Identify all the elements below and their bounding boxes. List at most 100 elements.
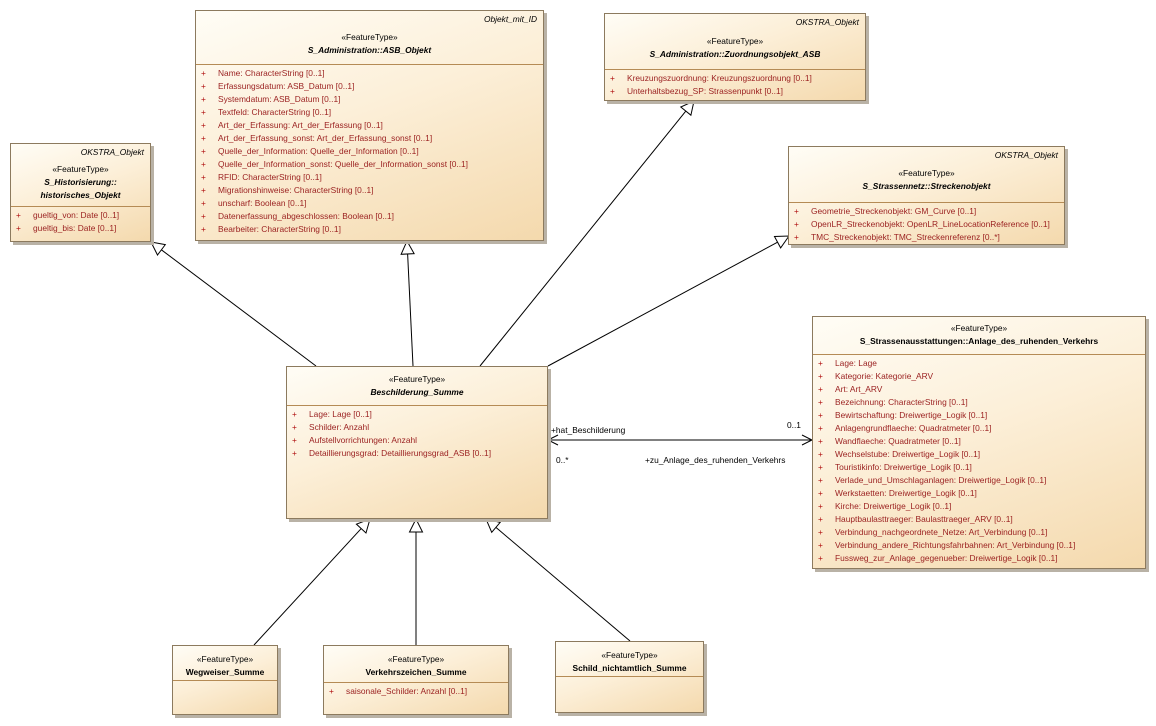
attribute-text: Unterhaltsbezug_SP: Strassenpunkt [0..1] — [627, 86, 783, 96]
attribute-row[interactable]: +Migrationshinweise: CharacterString [0.… — [196, 184, 543, 197]
attribute-row[interactable]: + OpenLR_Streckenobjekt: OpenLR_LineLocat… — [789, 218, 1064, 231]
attribute-row[interactable]: +Verbindung_nachgeordnete_Netze: Art_Ver… — [813, 526, 1145, 539]
attribute-row[interactable]: + Kirche: Dreiwertige_Logik [0..1] — [813, 500, 1145, 513]
attribute-row[interactable]: +Anlagengrundflaeche: Quadratmeter [0..1… — [813, 422, 1145, 435]
visibility-public-marker: + — [201, 211, 206, 221]
attribute-text: Anlagengrundflaeche: Quadratmeter [0..1] — [835, 423, 992, 433]
attribute-row[interactable]: +saisonale_Schilder: Anzahl [0..1] — [324, 685, 508, 698]
class-historisches-objekt[interactable]: OKSTRA_Objekt «FeatureType» S_Historisie… — [10, 143, 151, 242]
attribute-row[interactable]: +Lage: Lage [0..1] — [287, 408, 547, 421]
class-schild-nichtamtlich-summe[interactable]: «FeatureType» Schild_nichtamtlich_Summe — [555, 641, 704, 713]
attribute-row[interactable]: +Art_der_Erfassung: Art_der_Erfassung [0… — [196, 119, 543, 132]
class-name-line-1: Verkehrszeichen_Summe — [365, 667, 467, 677]
attribute-row[interactable]: +Datenerfassung_abgeschlossen: Boolean [… — [196, 210, 543, 223]
class-tag: OKSTRA_Objekt — [80, 147, 144, 157]
attribute-row[interactable]: +Art_der_Erfassung_sonst: Art_der_Erfass… — [196, 132, 543, 145]
visibility-public-marker: + — [201, 146, 206, 156]
class-name-line-1: S_Historisierung:: — [44, 177, 117, 187]
visibility-public-marker: + — [818, 527, 823, 537]
attribute-row[interactable]: +Geometrie_Streckenobjekt: GM_Curve [0..… — [789, 205, 1064, 218]
visibility-public-marker: + — [818, 488, 823, 498]
visibility-public-marker: + — [818, 397, 823, 407]
attribute-text: Lage: Lage — [835, 358, 877, 368]
visibility-public-marker: + — [794, 232, 799, 242]
class-name-line-1: S_Strassenausstattungen::Anlage_des_ruhe… — [859, 336, 1099, 346]
class-wegweiser-summe[interactable]: «FeatureType» Wegweiser_Summe — [172, 645, 278, 715]
attribute-row[interactable]: +Art: Art_ARV — [813, 383, 1145, 396]
class-tag: OKSTRA_Objekt — [994, 150, 1058, 160]
attribute-row[interactable]: +RFID: CharacterString [0..1] — [196, 171, 543, 184]
attribute-row[interactable]: +Lage: Lage — [813, 357, 1145, 370]
attribute-text: Art_der_Erfassung_sonst: Art_der_Erfassu… — [218, 133, 433, 143]
attribute-text: Systemdatum: ASB_Datum [0..1] — [218, 94, 341, 104]
attribute-row[interactable]: +Aufstellvorrichtungen: Anzahl — [287, 434, 547, 447]
class-beschilderung-summe[interactable]: «FeatureType» Beschilderung_Summe +Lage:… — [286, 366, 548, 519]
class-stereotype: «FeatureType» — [52, 164, 109, 174]
visibility-public-marker: + — [794, 219, 799, 229]
attribute-row[interactable]: + Wechselstube: Dreiwertige_Logik [0..1] — [813, 448, 1145, 461]
attribute-row[interactable]: +Quelle_der_Information_sonst: Quelle_de… — [196, 158, 543, 171]
attribute-row[interactable]: +Name: CharacterString [0..1] — [196, 67, 543, 80]
attribute-text: gueltig_von: Date [0..1] — [33, 210, 120, 220]
attribute-text: OpenLR_Streckenobjekt: OpenLR_LineLocati… — [811, 219, 1050, 229]
visibility-public-marker: + — [794, 206, 799, 216]
attribute-row[interactable]: +Textfeld: CharacterString [0..1] — [196, 106, 543, 119]
class-verkehrszeichen-summe[interactable]: «FeatureType» Verkehrszeichen_Summe +sai… — [323, 645, 509, 715]
class-streckenobjekt[interactable]: OKSTRA_Objekt «FeatureType» S_Strassenne… — [788, 146, 1065, 245]
attribute-text: Wechselstube: Dreiwertige_Logik [0..1] — [835, 449, 981, 459]
attribute-row[interactable]: +gueltig_von: Date [0..1] — [11, 209, 150, 222]
attribute-text: Migrationshinweise: CharacterString [0..… — [218, 185, 374, 195]
attribute-text: Fussweg_zur_Anlage_gegenueber: Dreiwerti… — [835, 553, 1058, 563]
class-stereotype: «FeatureType» — [388, 374, 446, 384]
visibility-public-marker: + — [818, 384, 823, 394]
generalization-to-historisches-objekt-arrowhead — [150, 241, 167, 256]
visibility-public-marker: + — [201, 198, 206, 208]
attribute-row[interactable]: +Detaillierungsgrad: Detaillierungsgrad_… — [287, 447, 547, 460]
visibility-public-marker: + — [818, 449, 823, 459]
visibility-public-marker: + — [610, 73, 615, 83]
attribute-text: TMC_Streckenobjekt: TMC_Streckenreferenz… — [811, 232, 1000, 242]
class-stereotype: «FeatureType» — [387, 654, 445, 664]
association-role-source: +hat_Beschilderung — [551, 425, 626, 435]
class-zuordnungsobjekt-asb[interactable]: OKSTRA_Objekt «FeatureType» S_Administra… — [604, 13, 866, 101]
class-name-line-1: S_Strassennetz::Streckenobjekt — [862, 181, 991, 191]
attribute-row[interactable]: +Unterhaltsbezug_SP: Strassenpunkt [0..1… — [605, 85, 865, 98]
attribute-row[interactable]: +Kategorie: Kategorie_ARV — [813, 370, 1145, 383]
class-tag: Objekt_mit_ID — [483, 14, 537, 24]
attribute-text: Kirche: Dreiwertige_Logik [0..1] — [835, 501, 952, 511]
attribute-row[interactable]: +Verbindung_andere_Richtungsfahrbahnen: … — [813, 539, 1145, 552]
attribute-list: +gueltig_von: Date [0..1]+gueltig_bis: D… — [11, 207, 150, 235]
visibility-public-marker: + — [818, 501, 823, 511]
attribute-text: Verbindung_andere_Richtungsfahrbahnen: A… — [835, 540, 1076, 550]
attribute-row[interactable]: +Bearbeiter: CharacterString [0..1] — [196, 223, 543, 236]
generalization-from-schild-nichtamtlich-summe-line — [495, 527, 631, 642]
attribute-row[interactable]: +Systemdatum: ASB_Datum [0..1] — [196, 93, 543, 106]
attribute-row[interactable]: +Touristikinfo: Dreiwertige_Logik [0..1] — [813, 461, 1145, 474]
attribute-row[interactable]: + TMC_Streckenobjekt: TMC_Streckenreferen… — [789, 231, 1064, 244]
attribute-row[interactable]: +Werkstaetten: Dreiwertige_Logik [0..1] — [813, 487, 1145, 500]
attribute-row[interactable]: +gueltig_bis: Date [0..1] — [11, 222, 150, 235]
attribute-row[interactable]: +Erfassungsdatum: ASB_Datum [0..1] — [196, 80, 543, 93]
attribute-row[interactable]: +Schilder: Anzahl — [287, 421, 547, 434]
attribute-row[interactable]: +Bewirtschaftung: Dreiwertige_Logik [0..… — [813, 409, 1145, 422]
attribute-row[interactable]: +Hauptbaulasttraeger: Baulasttraeger_ARV… — [813, 513, 1145, 526]
class-name-line-1: Wegweiser_Summe — [185, 667, 265, 677]
attribute-text: Detaillierungsgrad: Detaillierungsgrad_A… — [309, 448, 492, 458]
attribute-row[interactable]: +unscharf: Boolean [0..1] — [196, 197, 543, 210]
attribute-row[interactable]: +Kreuzungszuordnung: Kreuzungszuordnung … — [605, 72, 865, 85]
class-anlage-des-ruhenden-verkehrs[interactable]: «FeatureType» S_Strassenausstattungen::A… — [812, 316, 1146, 569]
attribute-row[interactable]: +Bezeichnung: CharacterString [0..1] — [813, 396, 1145, 409]
class-asb-objekt[interactable]: Objekt_mit_ID «FeatureType» S_Administra… — [195, 10, 544, 241]
class-stereotype: «FeatureType» — [341, 32, 398, 42]
class-name-line-1: S_Administration::Zuordnungsobjekt_ASB — [649, 49, 821, 59]
attribute-row[interactable]: +Quelle_der_Information: Quelle_der_Info… — [196, 145, 543, 158]
attribute-list: +Name: CharacterString [0..1]+Erfassungs… — [196, 65, 543, 236]
visibility-public-marker: + — [818, 553, 823, 563]
attribute-list: +Lage: Lage+Kategorie: Kategorie_ARV+Art… — [813, 355, 1145, 565]
attribute-row[interactable]: +Wandflaeche: Quadratmeter [0..1] — [813, 435, 1145, 448]
attribute-row[interactable]: + Fussweg_zur_Anlage_gegenueber: Dreiwert… — [813, 552, 1145, 565]
class-name-line-1: Schild_nichtamtlich_Summe — [572, 663, 687, 673]
visibility-public-marker: + — [201, 159, 206, 169]
attribute-row[interactable]: +Verlade_und_Umschlaganlagen: Dreiwertig… — [813, 474, 1145, 487]
